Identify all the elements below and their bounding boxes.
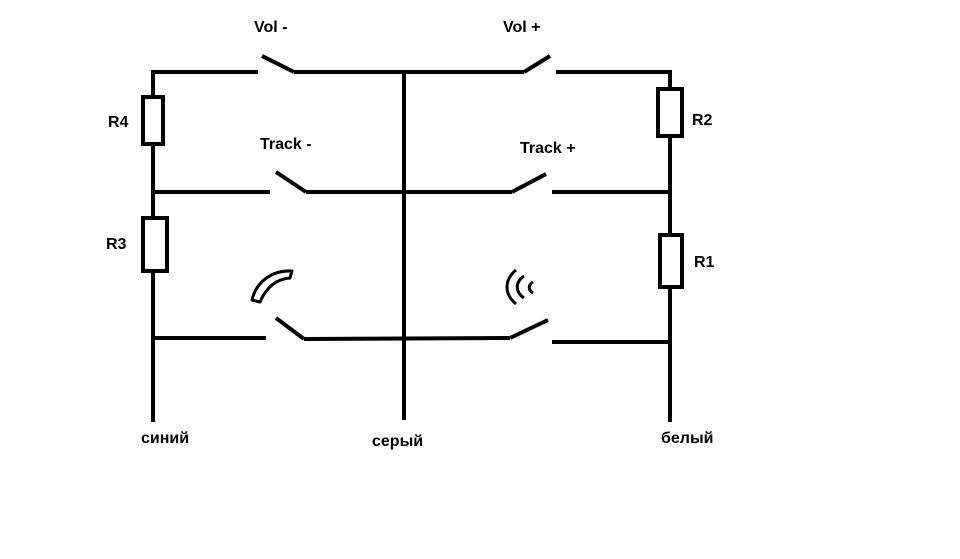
label-wire-left: синий (141, 430, 190, 447)
label-wire-center: серый (372, 433, 424, 450)
voice-command-icon (505, 268, 534, 306)
label-r4: R4 (108, 114, 129, 131)
switch-track-plus (511, 172, 547, 194)
phone-handset-icon (250, 269, 294, 304)
label-r3: R3 (106, 236, 127, 253)
resistor-r3 (141, 216, 169, 273)
label-r1: R1 (694, 254, 715, 271)
label-track-minus: Track - (260, 136, 312, 153)
switch-phone (274, 316, 306, 341)
label-r2: R2 (692, 112, 713, 129)
label-track-plus: Track + (520, 140, 576, 157)
switch-vol-plus (522, 54, 552, 74)
label-wire-right: белый (661, 430, 714, 447)
label-vol-minus: Vol - (254, 19, 288, 36)
resistor-r1 (658, 233, 684, 289)
resistor-r2 (656, 87, 684, 138)
switch-voice (509, 318, 549, 340)
resistor-r4 (141, 95, 165, 146)
switch-track-minus (274, 170, 308, 194)
switch-vol-minus (261, 54, 295, 74)
bottom-row-wire (303, 336, 511, 341)
label-vol-plus: Vol + (503, 19, 541, 36)
